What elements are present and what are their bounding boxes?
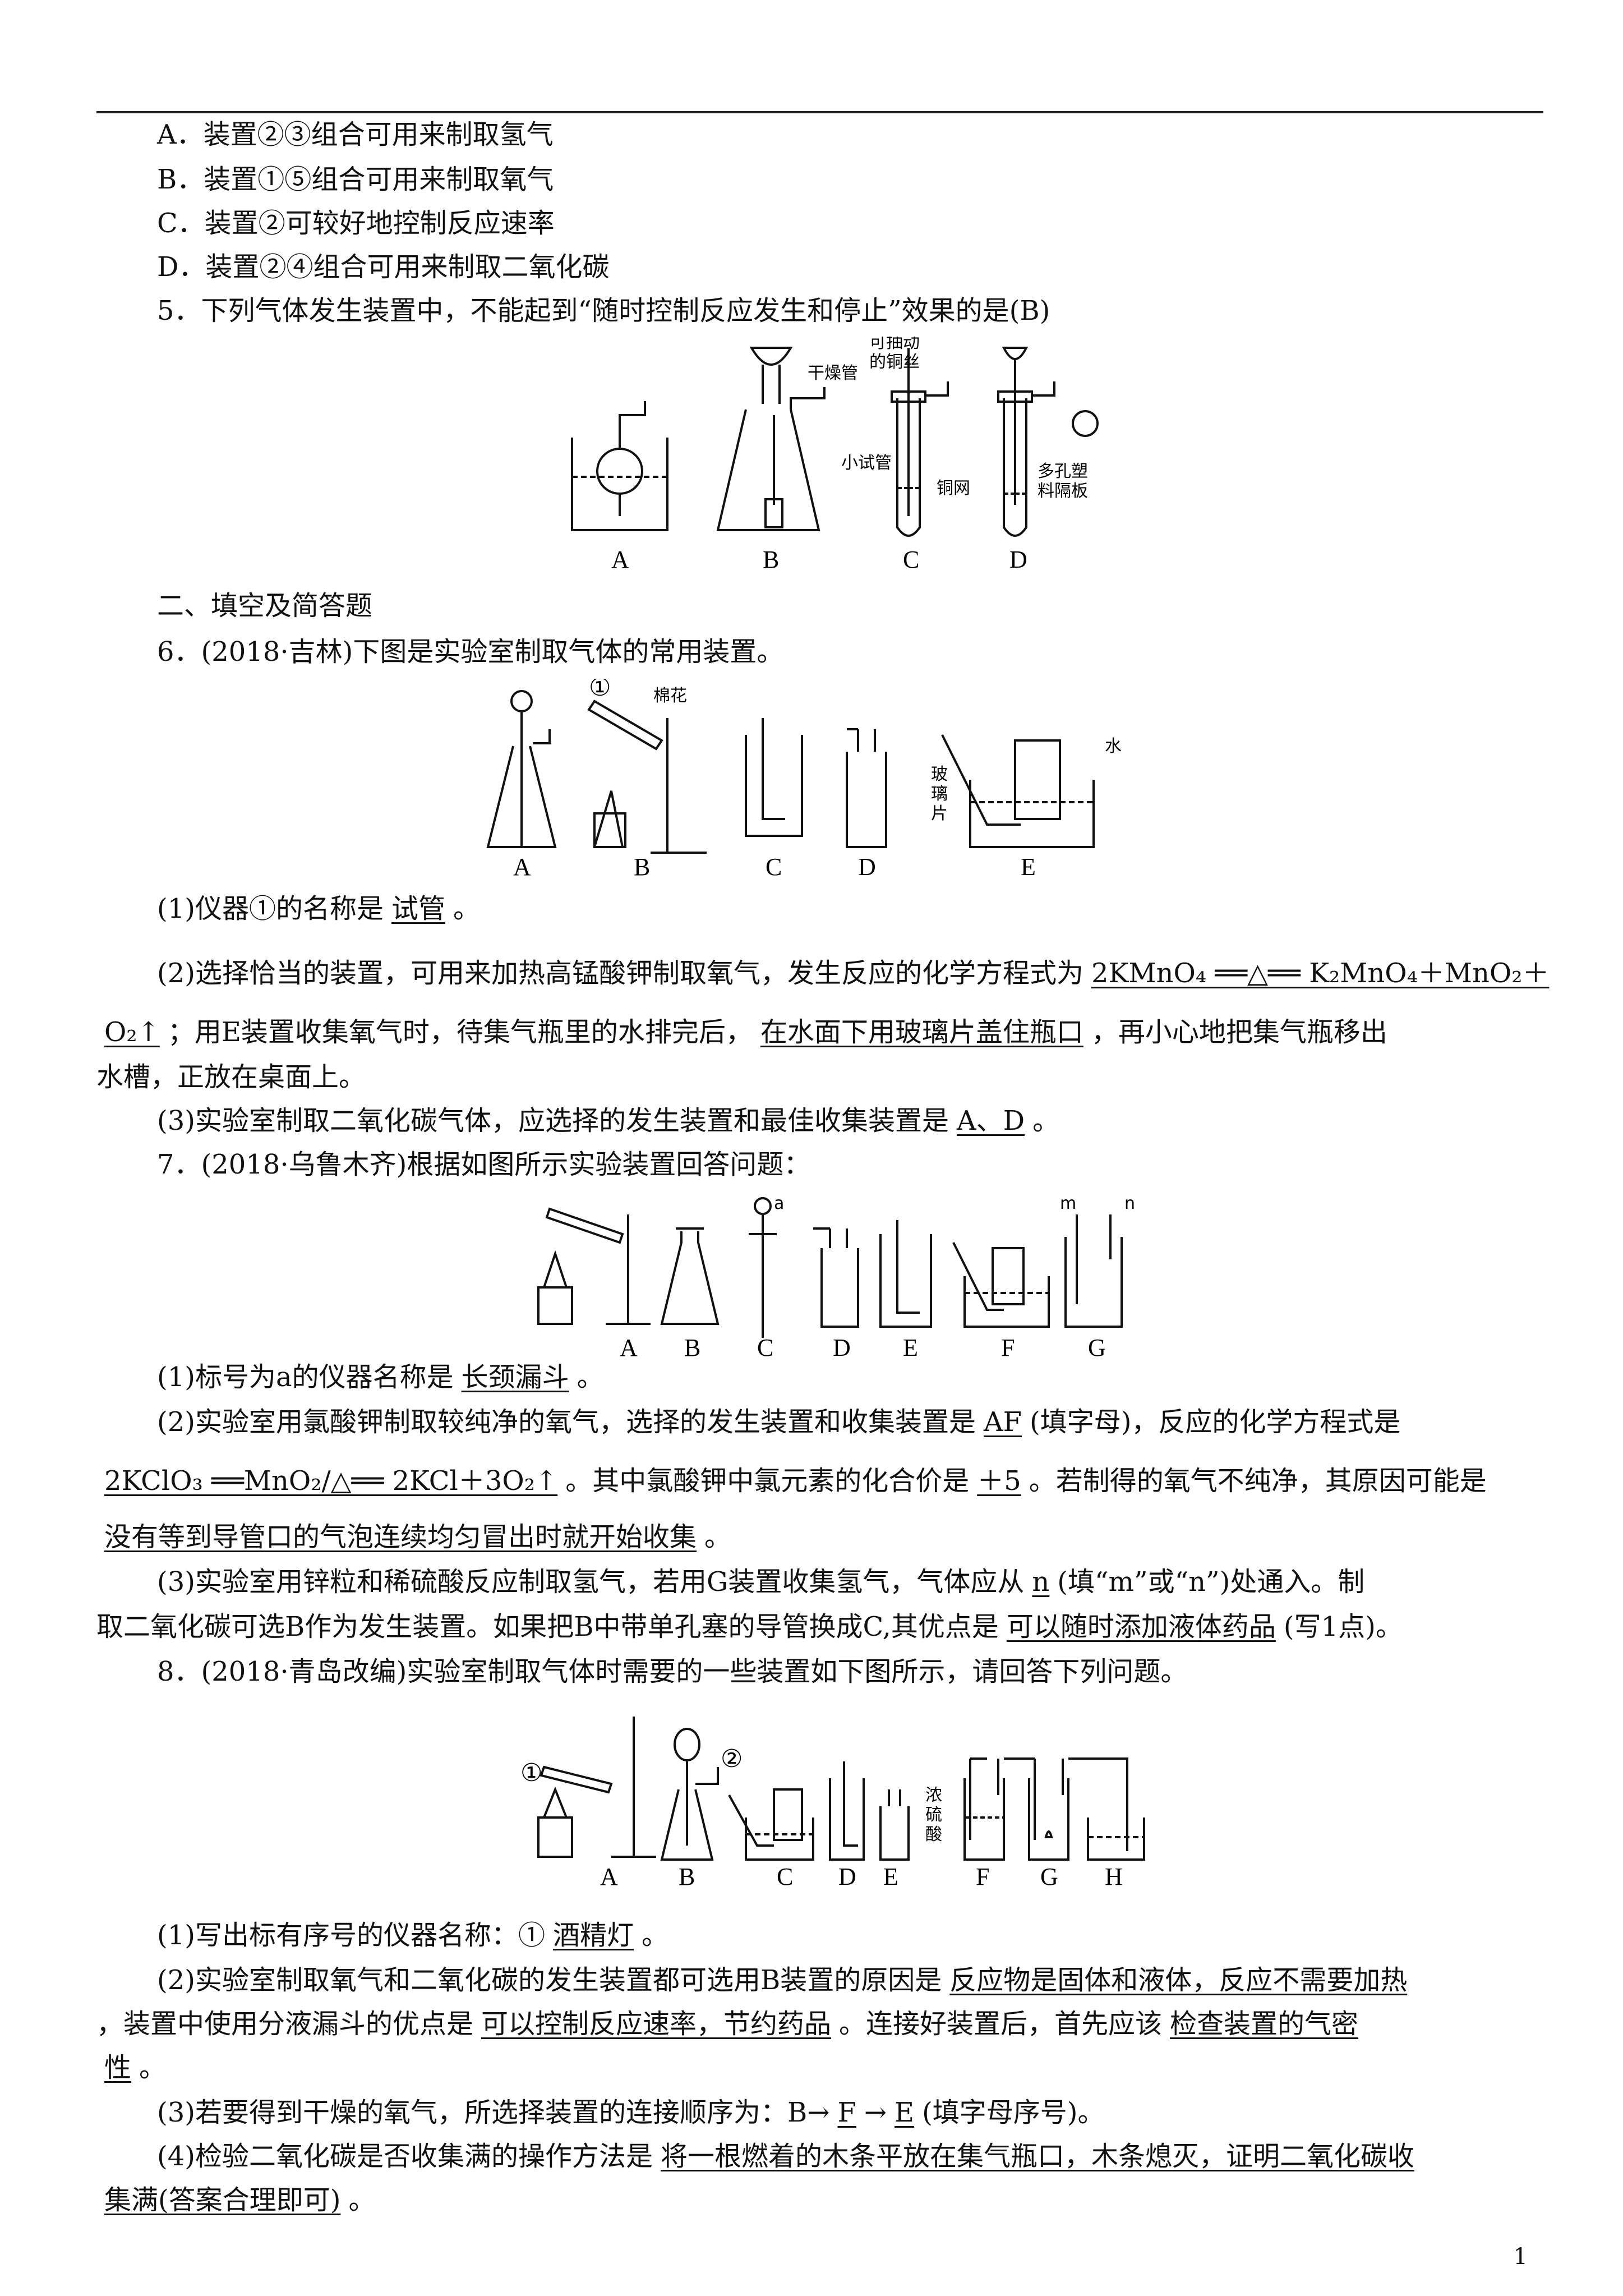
- section-2-heading: 二、填空及简答题: [157, 590, 373, 622]
- q8-part2-line3: 性。: [104, 2052, 167, 2083]
- q8-label-acid-1: 浓: [925, 1786, 942, 1805]
- q4-option-d: D．装置②④组合可用来制取二氧化碳: [157, 251, 610, 283]
- q7-fig-label-b: B: [684, 1334, 700, 1360]
- q8-answer-3: 可以控制反应速率，节约药品: [481, 2008, 832, 2040]
- q6-fig-label-d: D: [858, 853, 876, 881]
- q6-stem: 6．(2018·吉林)下图是实验室制取气体的常用装置。: [157, 636, 784, 668]
- q8-stem: 8．(2018·青岛改编)实验室制取气体时需要的一些装置如下图所示，请回答下列问…: [157, 1656, 1188, 1687]
- q7-label-n: n: [1124, 1194, 1135, 1213]
- q7-reason: 没有等到导管口的气泡连续均匀冒出时就开始收集: [104, 1521, 697, 1553]
- q8-fig-label-e: E: [883, 1863, 898, 1890]
- q7-answer-1: 长颈漏斗: [461, 1361, 569, 1393]
- q6-figure: ① 棉花 水 玻 璃 片 A B C D E: [482, 679, 1183, 881]
- q5-label-wire-2: 的铜丝: [869, 352, 920, 372]
- q8-answer-6: E: [895, 2097, 915, 2128]
- q6-label-glass-3: 片: [931, 804, 948, 823]
- q5-label-small-tube: 小试管: [841, 453, 892, 473]
- q6-answer-2: 在水面下用玻璃片盖住瓶口: [760, 1016, 1083, 1048]
- q7-figure: a m n A B C D E F G: [527, 1192, 1166, 1360]
- q7-equation: 2KClO₃ ══MnO₂/△══ 2KCl＋3O₂↑: [104, 1465, 558, 1497]
- q6-answer-1: 试管: [391, 893, 446, 924]
- q8-answer-4: 检查装置的气密: [1170, 2008, 1359, 2040]
- q7-valence: ＋5: [977, 1465, 1021, 1497]
- q8-label-acid-2: 硫: [925, 1805, 942, 1825]
- q7-fig-label-c: C: [757, 1334, 773, 1360]
- q7-fig-label-f: F: [1001, 1334, 1015, 1360]
- q8-fig-label-a: A: [600, 1863, 618, 1890]
- q7-part2-line3: 没有等到导管口的气泡连续均匀冒出时就开始收集。: [96, 1520, 731, 1554]
- q6-fig-label-e: E: [1021, 853, 1036, 881]
- q7-part1: (1)标号为a的仪器名称是长颈漏斗。: [157, 1361, 604, 1393]
- q8-label-num1: ①: [522, 1759, 542, 1787]
- q6-label-glass-1: 玻: [931, 765, 948, 784]
- q8-part2-line2: ，装置中使用分液漏斗的优点是可以控制反应速率，节约药品。连接好装置后，首先应该检…: [96, 2007, 1366, 2041]
- q6-part2-line3: 水槽，正放在桌面上。: [96, 1061, 366, 1093]
- page-number: 1: [1513, 2244, 1528, 2270]
- q7-label-m: m: [1060, 1194, 1076, 1213]
- q5-label-mesh: 铜网: [937, 478, 970, 498]
- q7-part2-line2: 2KClO₃ ══MnO₂/△══ 2KCl＋3O₂↑。其中氯酸钾中氯元素的化合…: [96, 1464, 1487, 1498]
- q5-stem: 5．下列气体发生装置中，不能起到“随时控制反应发生和停止”效果的是(B): [157, 295, 1050, 326]
- q7-fig-label-a: A: [620, 1334, 638, 1360]
- q8-fig-label-d: D: [838, 1863, 856, 1890]
- q8-answer-8: 集满(答案合理即可): [104, 2184, 341, 2216]
- q8-answer-7: 将一根燃着的木条平放在集气瓶口，木条熄灭，证明二氧化碳收: [661, 2141, 1415, 2172]
- q8-fig-label-b: B: [679, 1863, 695, 1890]
- q6-label-glass-2: 璃: [931, 784, 948, 804]
- q6-fig-label-b: B: [634, 853, 650, 881]
- q5-fig-label-c: C: [903, 546, 919, 573]
- q8-answer-2: 反应物是固体和液体，反应不需要加热: [949, 1964, 1408, 1996]
- q8-fig-label-g: G: [1040, 1863, 1058, 1890]
- q5-figure: 干燥管 小试管 可抽动 的铜丝 铜网 多孔塑 料隔板 A B C D: [555, 337, 1127, 578]
- q8-label-num2: ②: [721, 1745, 743, 1773]
- q6-equation: 2KMnO₄ ══△══ K₂MnO₄＋MnO₂＋: [1091, 958, 1550, 989]
- q8-answer-1: 酒精灯: [553, 1920, 634, 1951]
- q5-label-dry-tube: 干燥管: [808, 364, 858, 383]
- q8-part2: (2)实验室制取氧气和二氧化碳的发生装置都可选用B装置的原因是反应物是固体和液体…: [157, 1963, 1415, 1997]
- q8-fig-label-c: C: [777, 1863, 793, 1890]
- q6-answer-3: A、D: [957, 1105, 1025, 1137]
- q6-label-water: 水: [1105, 737, 1122, 756]
- q7-stem: 7．(2018·乌鲁木齐)根据如图所示实验装置回答问题：: [157, 1149, 811, 1180]
- q7-answer-3: n: [1032, 1566, 1050, 1598]
- header-rule: [96, 111, 1543, 113]
- q7-answer-2: AF: [984, 1406, 1022, 1438]
- q5-fig-label-d: D: [1009, 546, 1027, 573]
- q6-part2-line2: O₂↑；用E装置收集氧气时，待集气瓶里的水排完后，在水面下用玻璃片盖住瓶口，再小…: [96, 1015, 1387, 1049]
- q5-label-plate-2: 料隔板: [1038, 481, 1088, 501]
- q6-fig-label-a: A: [513, 853, 531, 881]
- q8-fig-label-f: F: [976, 1863, 989, 1890]
- q8-part3: (3)若要得到干燥的氧气，所选择装置的连接顺序为：B→F→E(填字母序号)。: [157, 2097, 1105, 2128]
- q7-fig-label-e: E: [903, 1334, 918, 1360]
- q8-part4: (4)检验二氧化碳是否收集满的操作方法是将一根燃着的木条平放在集气瓶口，木条熄灭…: [157, 2139, 1422, 2173]
- q7-label-a: a: [774, 1194, 784, 1213]
- q7-fig-label-d: D: [833, 1334, 851, 1360]
- q8-answer-5: F: [837, 2097, 856, 2128]
- q7-answer-4: 可以随时添加液体药品: [1006, 1611, 1276, 1642]
- q6-label-cotton: 棉花: [653, 686, 687, 706]
- q5-label-wire-1: 可抽动: [869, 337, 920, 352]
- q8-part4-line2: 集满(答案合理即可)。: [96, 2183, 375, 2217]
- q6-equation-end: O₂↑: [104, 1016, 160, 1048]
- q5-fig-label-b: B: [763, 546, 779, 573]
- q4-option-c: C．装置②可较好地控制反应速率: [157, 208, 555, 239]
- q4-option-a: A．装置②③组合可用来制取氢气: [157, 119, 554, 150]
- q6-part1: (1)仪器①的名称是试管。: [157, 893, 481, 924]
- q8-fig-label-h: H: [1105, 1863, 1123, 1890]
- q7-fig-label-g: G: [1088, 1334, 1106, 1360]
- q6-fig-label-c: C: [766, 853, 782, 881]
- q8-figure: ① ② 浓 硫 酸 A B C D E F G H: [522, 1705, 1178, 1896]
- q7-part3-line2: 取二氧化碳可选B作为发生装置。如果把B中带单孔塞的导管换成C,其优点是可以随时添…: [96, 1611, 1403, 1642]
- q5-fig-label-a: A: [611, 546, 629, 573]
- q6-label-num1: ①: [589, 679, 611, 701]
- q5-label-plate-1: 多孔塑: [1038, 462, 1088, 481]
- q4-option-b: B．装置①⑤组合可用来制取氧气: [157, 164, 554, 195]
- q8-label-acid-3: 酸: [925, 1825, 942, 1844]
